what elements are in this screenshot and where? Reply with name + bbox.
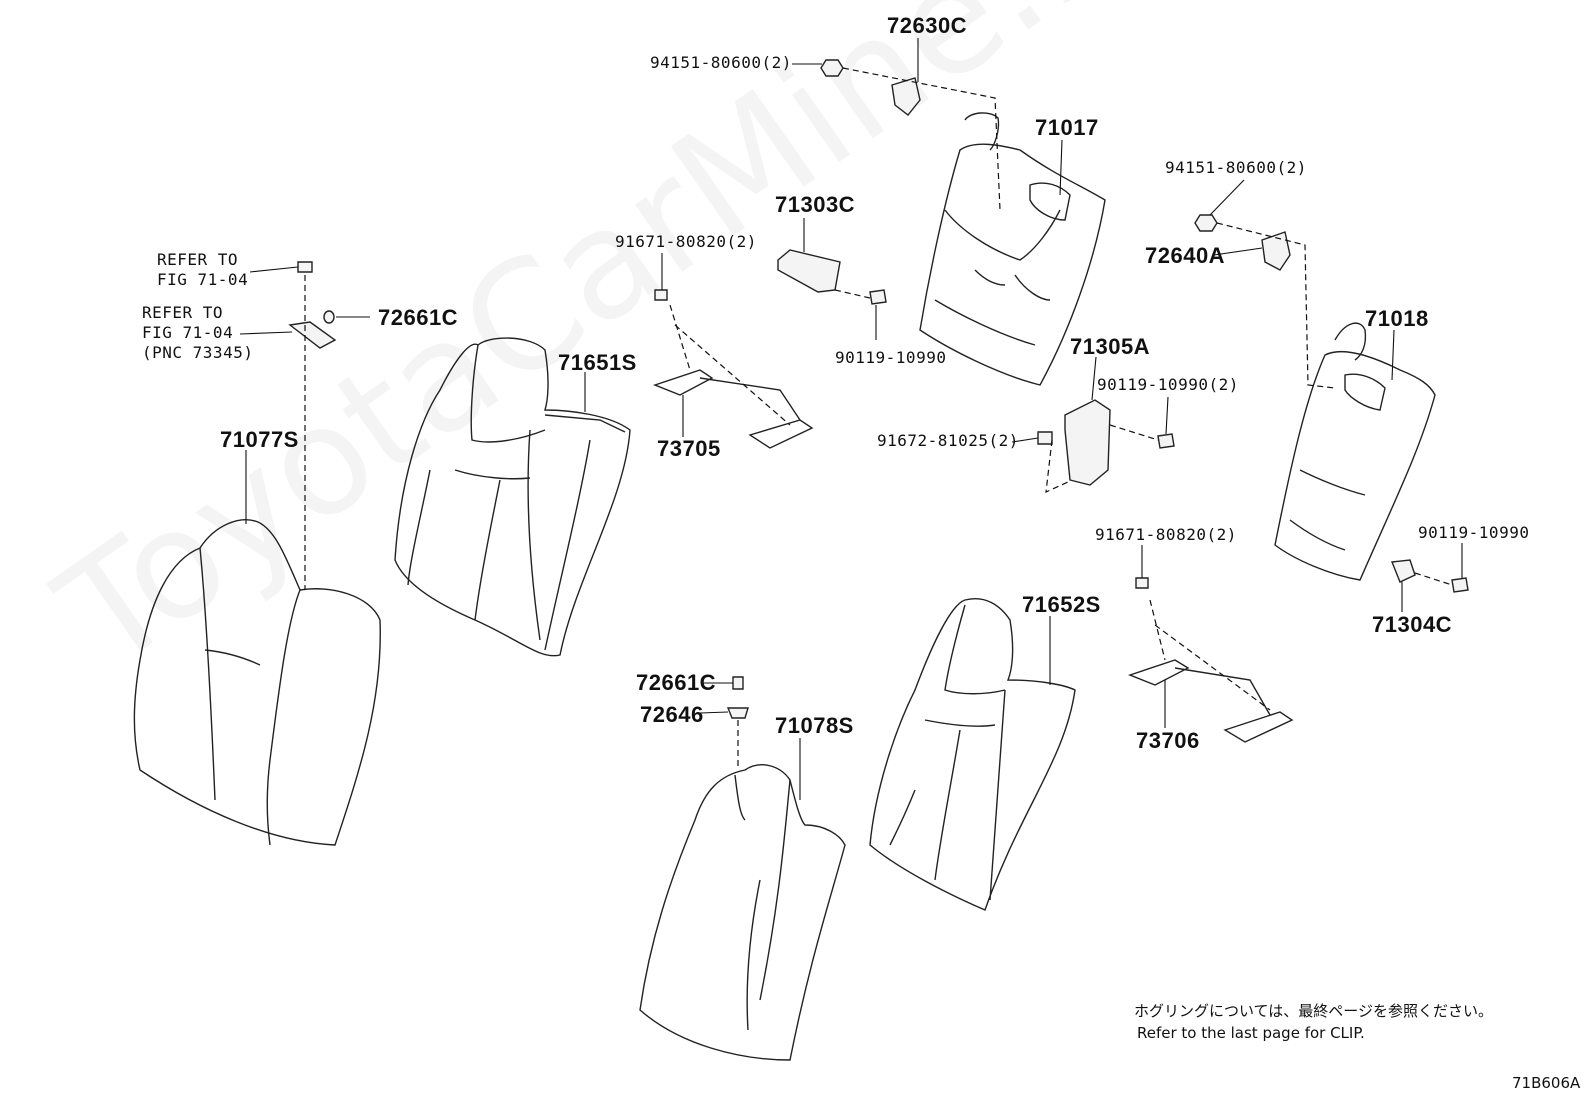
part-71077S-drawing	[133, 519, 381, 846]
part-71651S-drawing	[394, 337, 631, 657]
label-91671-80820-a: 91671-80820(2)	[615, 232, 757, 251]
label-71651S: 71651S	[558, 350, 637, 375]
label-71652S: 71652S	[1022, 592, 1101, 617]
label-90119-10990-a: 90119-10990	[835, 348, 947, 367]
label-90119-10990-c: 90119-10990	[1418, 523, 1530, 542]
part-73705-drawing	[652, 304, 814, 449]
refer-note-1-line2: FIG 71-04	[157, 270, 249, 289]
part-71018-drawing	[1274, 322, 1436, 581]
clip-note-japanese: ホグリングについては、最終ページを参照ください。	[1134, 1002, 1493, 1020]
refer-note-2-line2: FIG 71-04	[142, 323, 234, 342]
refer-note-2-line3: (PNC 73345)	[142, 343, 254, 362]
clip-note-english: Refer to the last page for CLIP.	[1137, 1024, 1365, 1042]
label-72661C-b: 72661C	[636, 670, 717, 695]
diagram-code: 71B606A	[1512, 1074, 1581, 1092]
leader-lines	[239, 38, 1463, 800]
part-71652S-drawing	[869, 598, 1076, 911]
label-94151-80600-right: 94151-80600(2)	[1165, 158, 1307, 177]
label-73706: 73706	[1136, 728, 1200, 753]
refer-note-1-line1: REFER TO	[157, 250, 239, 269]
label-71017: 71017	[1035, 115, 1099, 140]
label-91671-80820-b: 91671-80820(2)	[1095, 525, 1237, 544]
label-72630C: 72630C	[887, 13, 968, 38]
label-72661C-a: 72661C	[378, 305, 459, 330]
part-73706-drawing	[1127, 599, 1294, 743]
label-71305A: 71305A	[1070, 334, 1151, 359]
hardware-drawings	[288, 59, 1469, 719]
part-71017-drawing	[919, 112, 1106, 386]
label-71303C: 71303C	[775, 192, 856, 217]
part-71078S-drawing	[639, 764, 846, 1061]
label-73705: 73705	[657, 436, 721, 461]
label-72646: 72646	[640, 702, 704, 727]
refer-note-2-line1: REFER TO	[142, 303, 224, 322]
label-91672-81025: 91672-81025(2)	[877, 431, 1019, 450]
label-71018: 71018	[1365, 306, 1429, 331]
label-71077S: 71077S	[220, 427, 299, 452]
assembly-lines	[304, 67, 1453, 770]
label-90119-10990-b: 90119-10990(2)	[1097, 375, 1239, 394]
label-71078S: 71078S	[775, 713, 854, 738]
label-71304C: 71304C	[1372, 612, 1453, 637]
label-94151-80600-top: 94151-80600(2)	[650, 53, 792, 72]
label-72640A: 72640A	[1145, 243, 1226, 268]
